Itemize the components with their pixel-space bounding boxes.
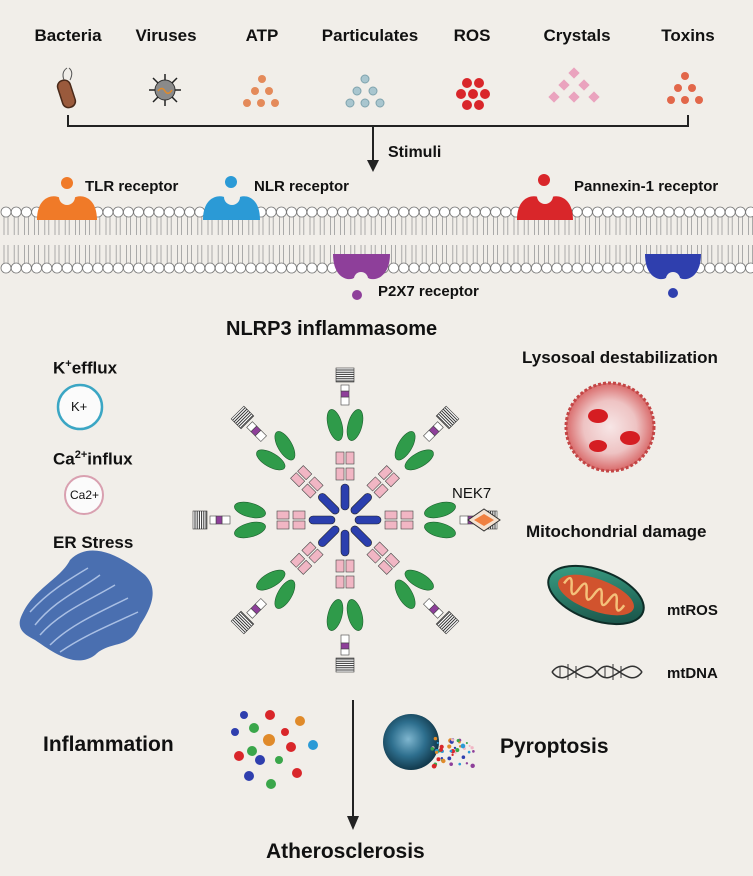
er-stress-icon	[19, 550, 153, 661]
ca-ion-circle-label: Ca2+	[70, 488, 100, 502]
mtdna-label: mtDNA	[667, 665, 718, 682]
ca-influx-rest: influx	[87, 449, 133, 469]
stimuli-label: Stimuli	[388, 144, 442, 161]
ca-influx-base: Ca	[53, 449, 75, 469]
bacteria-icon	[56, 67, 77, 109]
k-ion-circle	[56, 383, 104, 431]
mtros-label: mtROS	[667, 602, 718, 619]
cytokine-dots-icon	[231, 710, 318, 789]
nlrp3-inflammasome-assembly	[192, 367, 498, 673]
mitochondrial-label: Mitochondrial damage	[526, 522, 707, 541]
pannexin-receptor-icon	[517, 174, 573, 220]
k-ion-circle-label: K+	[71, 399, 88, 414]
stimuli-arrow-head	[367, 160, 379, 172]
nek7-icon	[467, 508, 501, 532]
p2x7-receptor-label: P2X7 receptor	[378, 283, 479, 300]
atp-dots-icon	[243, 75, 279, 107]
stimulus-label-particulates: Particulates	[321, 26, 419, 45]
nlr-receptor-label: NLR receptor	[254, 178, 350, 195]
k-efflux-base: K	[53, 358, 66, 378]
virus-icon	[149, 74, 181, 106]
ros-hexagons-icon	[456, 78, 490, 110]
k-efflux-sup: +	[65, 358, 72, 370]
stimulus-label-crystals: Crystals	[543, 26, 611, 45]
stimulus-label-bacteria: Bacteria	[34, 26, 102, 45]
mitochondrion-icon	[547, 564, 645, 626]
ca-influx-sup: 2+	[74, 449, 88, 461]
nek7-label: NEK7	[452, 485, 492, 502]
ca-ion-circle	[64, 475, 104, 515]
nlr-receptor-icon	[203, 176, 260, 220]
pyroptosis-label: Pyroptosis	[500, 735, 609, 758]
ca-influx-label: Ca2+influx	[53, 449, 133, 470]
crystals-diamonds-icon	[548, 67, 600, 103]
k-efflux-rest: efflux	[71, 358, 118, 378]
particulates-dots-icon	[345, 74, 385, 108]
stimulus-label-toxins: Toxins	[661, 26, 715, 45]
lysosomal-label: Lysosoal destabilization	[522, 348, 718, 367]
stimulus-label-ros: ROS	[453, 26, 491, 45]
stimuli-bracket	[67, 115, 689, 162]
stimulus-label-atp: ATP	[245, 26, 279, 45]
k-efflux-label: K+efflux	[53, 358, 117, 379]
pannexin-receptor-label: Pannexin-1 receptor	[574, 178, 719, 195]
er-stress-label: ER Stress	[53, 533, 134, 552]
inflammation-label: Inflammation	[43, 733, 174, 756]
toxins-dots-icon	[667, 72, 703, 104]
mtdna-helix-icon	[551, 664, 643, 680]
atherosclerosis-label: Atherosclerosis	[266, 840, 425, 863]
p2x7-receptor-icon	[333, 254, 390, 300]
tlr-receptor-icon	[37, 177, 97, 220]
stimulus-label-viruses: Viruses	[135, 26, 197, 45]
blue-receptor-icon	[645, 254, 701, 298]
tlr-receptor-label: TLR receptor	[85, 178, 179, 195]
lysosome-icon	[564, 381, 656, 473]
inflammasome-title: NLRP3 inflammasome	[226, 318, 438, 340]
pyroptosis-cell-icon	[383, 714, 475, 770]
outcome-arrow	[347, 700, 359, 830]
